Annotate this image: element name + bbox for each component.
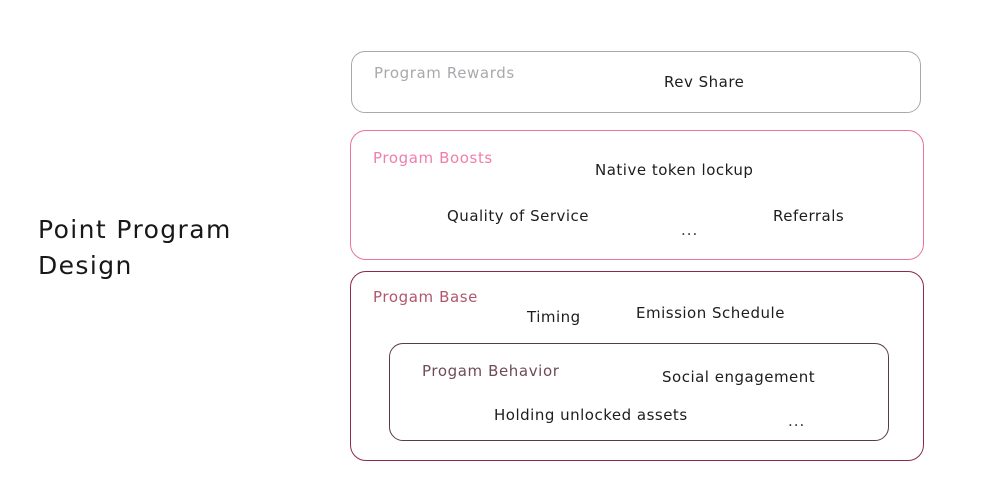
item-social-engagement[interactable]: Social engagement (662, 368, 816, 386)
tier-program-rewards[interactable]: Program Rewards Rev Share (351, 51, 921, 113)
item-holding-unlocked-assets[interactable]: Holding unlocked assets (494, 406, 688, 424)
item-behavior-ellipsis[interactable]: ... (788, 412, 806, 430)
page-title: Point Program Design (38, 215, 232, 280)
item-native-token-lockup[interactable]: Native token lockup (595, 161, 754, 179)
item-boosts-ellipsis[interactable]: ... (681, 221, 699, 239)
item-timing[interactable]: Timing (527, 308, 581, 326)
item-quality-of-service[interactable]: Quality of Service (447, 207, 590, 225)
item-referrals[interactable]: Referrals (773, 207, 845, 225)
tier-progam-boosts[interactable]: Progam Boosts Native token lockup Qualit… (350, 130, 924, 260)
tier-label-progam-behavior: Progam Behavior (422, 362, 560, 380)
tier-progam-base[interactable]: Progam Base Timing Emission Schedule Pro… (350, 271, 924, 461)
item-emission-schedule[interactable]: Emission Schedule (636, 304, 785, 322)
tier-label-progam-base: Progam Base (373, 288, 479, 306)
item-rev-share[interactable]: Rev Share (664, 73, 745, 91)
tier-label-progam-boosts: Progam Boosts (373, 149, 493, 167)
tier-label-program-rewards: Program Rewards (374, 64, 515, 82)
tier-progam-behavior[interactable]: Progam Behavior Social engagement Holdin… (389, 343, 889, 441)
